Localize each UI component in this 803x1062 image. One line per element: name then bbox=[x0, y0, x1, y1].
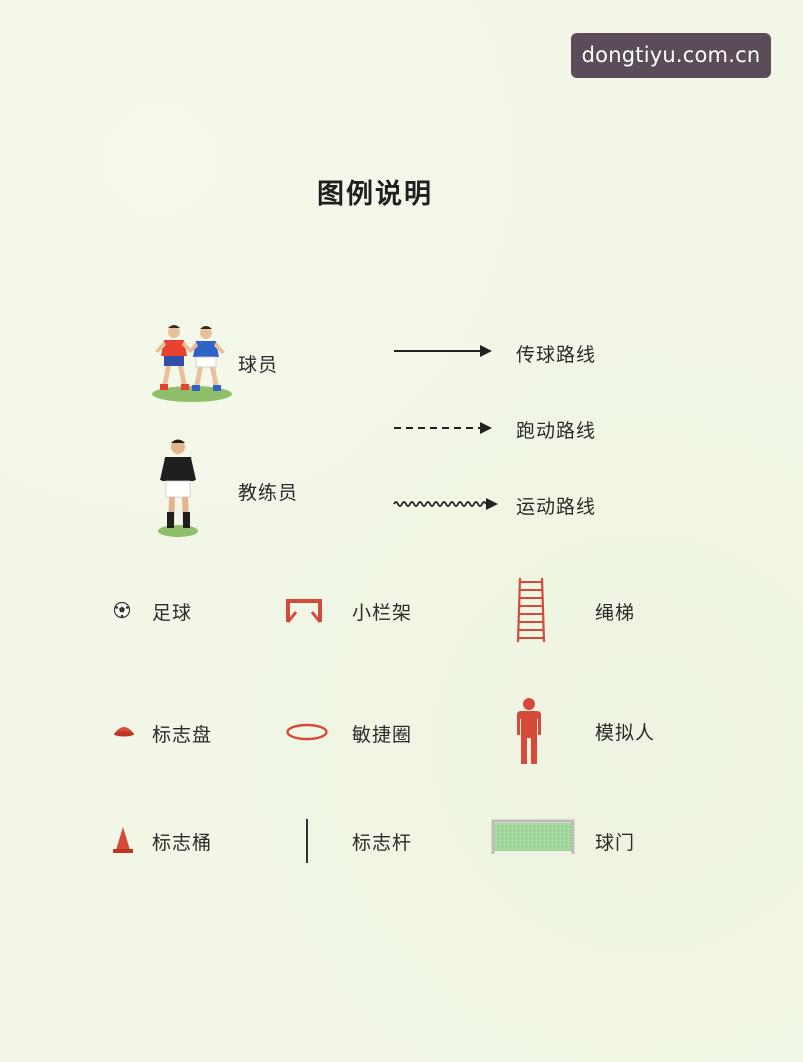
goal-label: 球门 bbox=[595, 832, 636, 854]
marker-pole-icon bbox=[304, 818, 310, 864]
disc-label: 标志盘 bbox=[152, 724, 213, 746]
ring-label: 敏捷圈 bbox=[352, 724, 413, 746]
cone-label: 标志桶 bbox=[152, 832, 213, 854]
soccer-ball-icon bbox=[113, 601, 131, 619]
pass-route-arrow-icon bbox=[392, 342, 496, 360]
training-dummy-icon bbox=[514, 697, 544, 767]
dribble-route-label: 运动路线 bbox=[516, 496, 597, 518]
hurdle-label: 小栏架 bbox=[352, 602, 413, 624]
agility-ladder-icon bbox=[514, 576, 548, 644]
hurdle-icon bbox=[285, 598, 323, 624]
agility-ring-icon bbox=[285, 722, 329, 742]
players-illustration bbox=[148, 322, 236, 404]
pass-route-label: 传球路线 bbox=[516, 344, 597, 366]
watermark-badge: dongtiyu.com.cn bbox=[571, 33, 771, 78]
marker-disc-icon bbox=[113, 722, 135, 738]
run-route-label: 跑动路线 bbox=[516, 420, 597, 442]
traffic-cone-icon bbox=[112, 825, 134, 855]
run-route-arrow-icon bbox=[392, 419, 496, 437]
dummy-label: 模拟人 bbox=[595, 722, 656, 744]
coach-label: 教练员 bbox=[238, 482, 299, 504]
ladder-label: 绳梯 bbox=[595, 602, 636, 624]
coach-illustration bbox=[152, 438, 202, 538]
player-label: 球员 bbox=[238, 354, 279, 376]
ball-label: 足球 bbox=[152, 602, 193, 624]
pole-label: 标志杆 bbox=[352, 832, 413, 854]
goal-icon bbox=[490, 818, 576, 858]
dribble-route-arrow-icon bbox=[392, 495, 502, 513]
page-title: 图例说明 bbox=[317, 179, 433, 210]
